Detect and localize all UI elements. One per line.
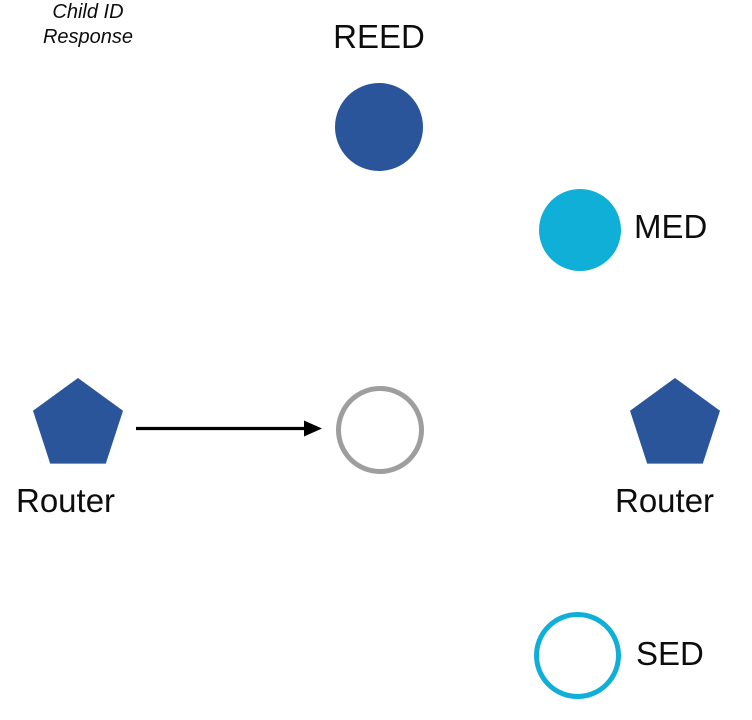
- child-id-response-arrow[interactable]: [130, 414, 326, 444]
- child-id-response-label-line-2: Response: [42, 26, 134, 48]
- med-node-circle[interactable]: [535, 185, 625, 275]
- router-left-node-pentagon[interactable]: [30, 375, 126, 471]
- child-id-response-label: Child ID Response: [0, 0, 176, 50]
- reed-node-circle[interactable]: [331, 79, 427, 175]
- sed-node-label: SED: [636, 635, 704, 672]
- router-right-node-label: Router: [615, 482, 715, 519]
- sed-node-circle[interactable]: [530, 608, 625, 703]
- router-right-node-pentagon[interactable]: [627, 375, 723, 471]
- child-id-response-label-line-1: Child ID: [52, 1, 124, 23]
- reed-node-label: REED: [333, 18, 425, 55]
- pending-node-circle[interactable]: [332, 382, 428, 478]
- med-node-label: MED: [634, 208, 708, 245]
- router-left-node-label: Router: [16, 482, 116, 519]
